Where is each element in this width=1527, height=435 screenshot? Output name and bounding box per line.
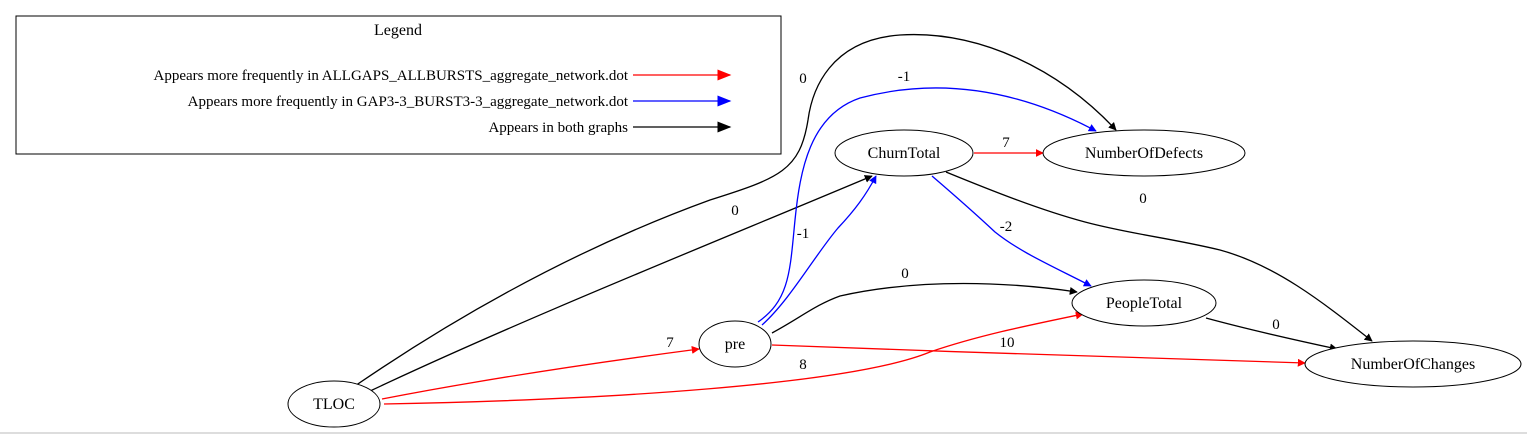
edge-label-tloc-people-total: 8 [799, 357, 807, 373]
edge-tloc-to-people-total [383, 311, 1084, 405]
nodes: TLOC pre ChurnTotal PeopleTotal NumberOf… [287, 129, 1522, 428]
node-pre-label: pre [725, 336, 745, 353]
edge-label-tloc-pre: 7 [666, 335, 674, 351]
edge-label-pre-churn-total: -1 [797, 226, 810, 242]
edge-churn-total-to-number-of-changes [945, 171, 1373, 342]
edge-label-pre-people-total: 0 [901, 266, 909, 282]
edge-people-total-to-number-of-changes [1205, 317, 1338, 352]
node-people-total: PeopleTotal [1071, 279, 1217, 327]
legend-title: Legend [374, 22, 422, 39]
edge-label-pre-number-of-defects: -1 [898, 69, 911, 85]
legend-item-blue-label: Appears more frequently in GAP3-3_BURST3… [188, 94, 629, 110]
edge-label-people-total-number-of-changes: 0 [1272, 317, 1280, 333]
node-churn-total: ChurnTotal [834, 129, 974, 177]
legend-box [15, 15, 782, 155]
node-churn-total-label: ChurnTotal [868, 145, 941, 162]
edge-label-churn-total-people-total: -2 [1000, 219, 1013, 235]
legend-item-black-label: Appears in both graphs [488, 120, 628, 136]
node-number-of-changes: NumberOfChanges [1304, 340, 1522, 388]
edge-pre-to-number-of-defects [757, 87, 1097, 323]
edge-pre-to-people-total [771, 282, 1078, 334]
node-tloc-label: TLOC [313, 396, 355, 413]
edge-label-pre-number-of-changes: 10 [1000, 335, 1015, 351]
edge-label-churn-total-number-of-defects: 7 [1002, 135, 1010, 151]
node-number-of-defects: NumberOfDefects [1042, 129, 1246, 177]
legend: Legend Appears more frequently in ALLGAP… [15, 15, 782, 155]
edges [351, 33, 1373, 405]
edge-labels: 0 0 7 8 -1 -1 0 10 7 -2 0 0 [666, 69, 1280, 373]
edge-tloc-to-churn-total [367, 175, 873, 393]
edge-label-tloc-number-of-defects: 0 [799, 71, 807, 87]
edge-label-tloc-churn-total: 0 [731, 203, 739, 219]
node-number-of-changes-label: NumberOfChanges [1351, 356, 1475, 373]
legend-item-red-label: Appears more frequently in ALLGAPS_ALLBU… [154, 68, 629, 84]
node-number-of-defects-label: NumberOfDefects [1085, 145, 1203, 162]
node-people-total-label: PeopleTotal [1106, 295, 1183, 312]
node-tloc: TLOC [287, 380, 381, 428]
edge-pre-to-churn-total [761, 175, 877, 326]
node-pre: pre [698, 320, 772, 368]
edge-churn-total-to-people-total [931, 175, 1092, 287]
edge-tloc-to-pre [381, 345, 700, 400]
edge-pre-to-number-of-changes [771, 344, 1306, 367]
edge-label-churn-total-number-of-changes: 0 [1139, 191, 1147, 207]
edge-tloc-to-number-of-defects [351, 33, 1117, 389]
